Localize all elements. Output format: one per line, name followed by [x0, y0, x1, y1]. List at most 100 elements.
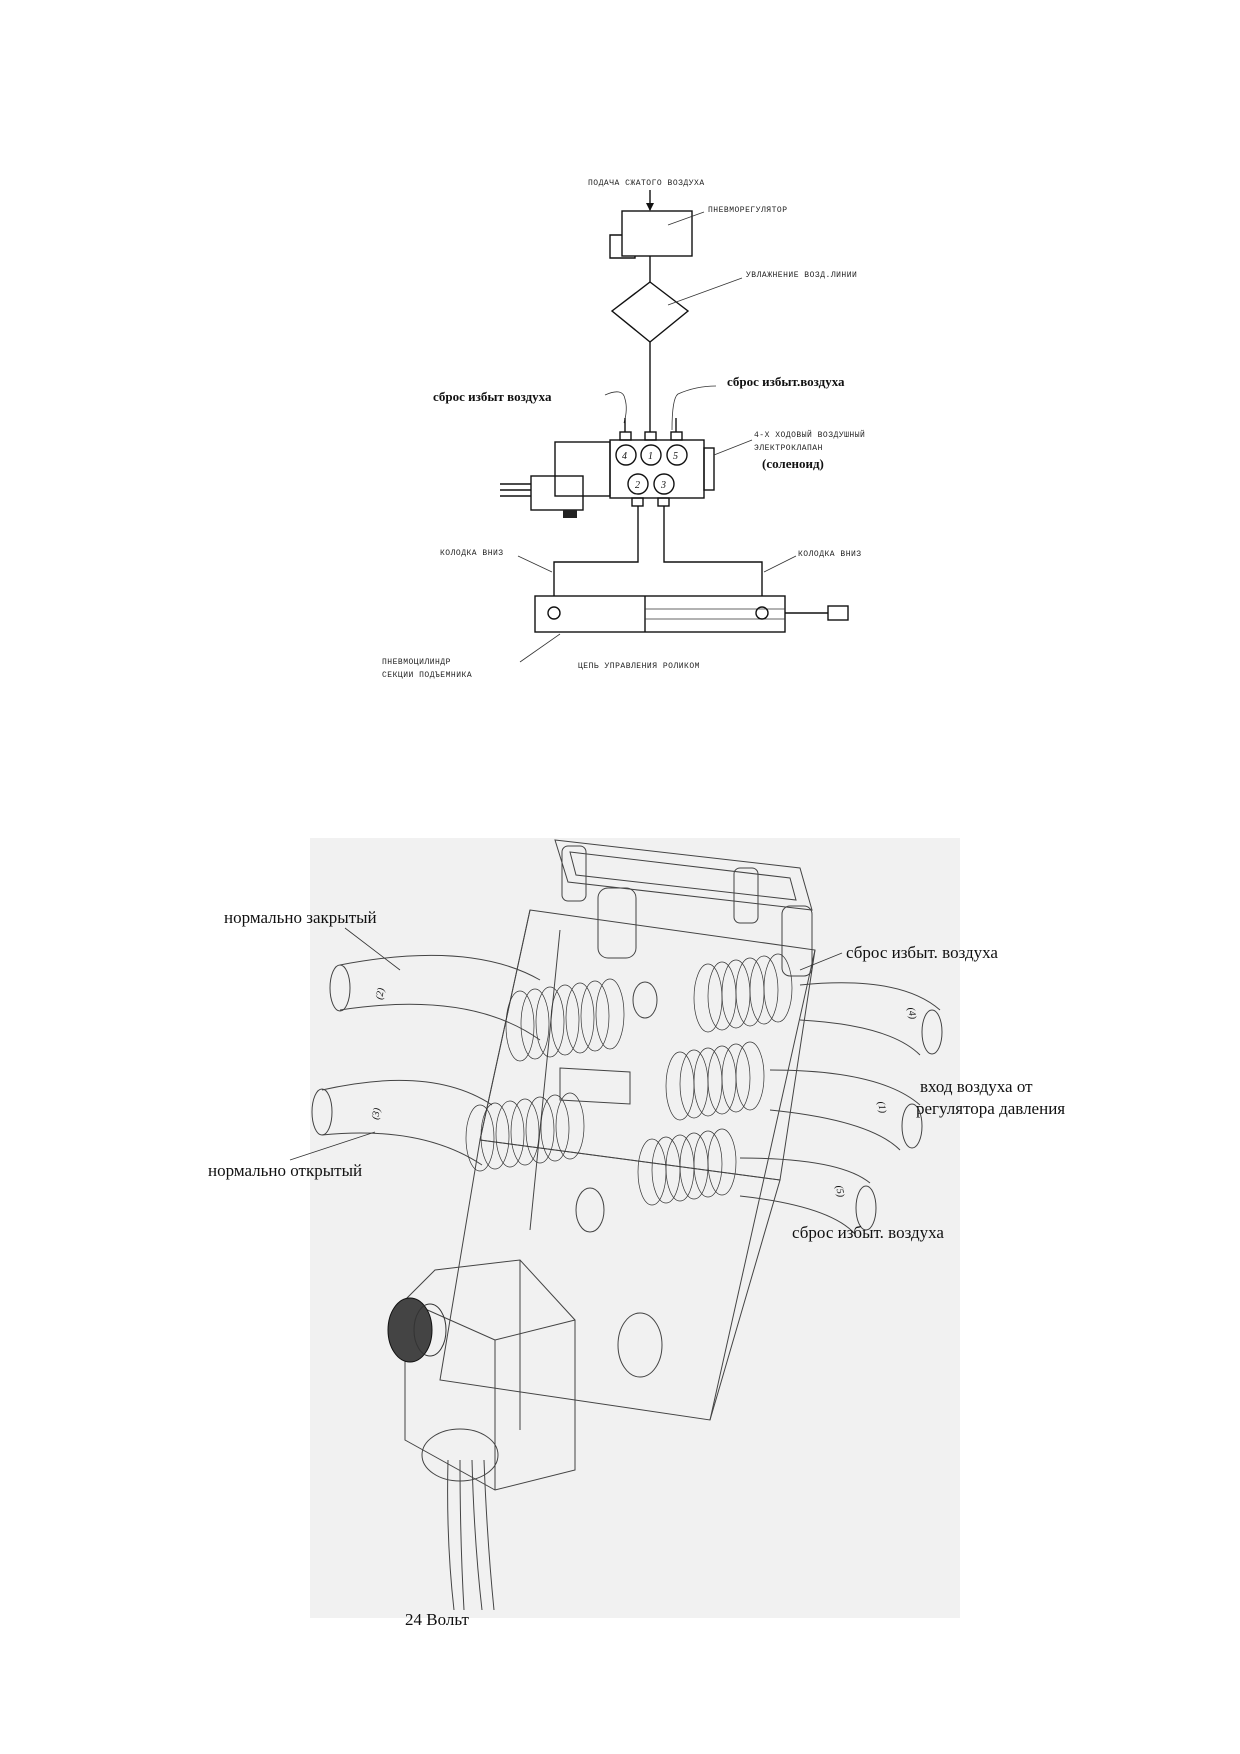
- stub-1: [632, 981, 658, 1019]
- exhaust-right-label: сброс избыт.воздуха: [727, 374, 845, 389]
- regulator-label: ПНЕВМОРЕГУЛЯТОР: [708, 206, 788, 215]
- cylinder-leader: [519, 633, 561, 663]
- valve-endcap: [703, 447, 715, 491]
- humidifier-leader: [667, 277, 743, 306]
- port-4: [615, 444, 637, 466]
- port-5-number: 5: [673, 451, 678, 462]
- pad-left-leader: [517, 555, 553, 573]
- exhaust-bottom-label: сброс избыт. воздуха: [792, 1223, 944, 1242]
- valve-body-edge-3: [529, 929, 561, 1231]
- cylinder-label-2: СЕКЦИИ ПОДЪЕМНИКА: [382, 671, 472, 680]
- regulator-side-pipe: [609, 234, 636, 259]
- coil-right-top: [693, 953, 793, 1033]
- coil-right-middle: [665, 1041, 765, 1121]
- supply-label: ПОДАЧА СЖАТОГО ВОЗДУХА: [588, 179, 705, 188]
- tube-2: [339, 954, 541, 1041]
- port-2: [627, 473, 649, 495]
- top-frame-post-4: [781, 905, 813, 977]
- exhaust-top-label: сброс избыт. воздуха: [846, 943, 998, 962]
- tube-1-number: (1): [875, 1101, 888, 1115]
- regulator-leader: [667, 211, 705, 226]
- voltage-label: 24 Вольт: [405, 1610, 469, 1629]
- tube-3: [321, 1079, 493, 1166]
- port2-fitting: [631, 497, 644, 507]
- port2-line: [553, 506, 639, 596]
- roller-circuit-label: ЦЕПЬ УПРАВЛЕНИЯ РОЛИКОМ: [578, 662, 700, 671]
- tube-2-end: [329, 964, 351, 1012]
- exhaust-right-squiggle: [671, 385, 717, 431]
- normally-open-label: нормально открытый: [208, 1161, 362, 1180]
- photo-background: [310, 838, 960, 1618]
- tube-5-number: (5): [833, 1185, 846, 1199]
- stub-2: [559, 1067, 631, 1105]
- tube-1-end: [901, 1103, 923, 1149]
- top-frame-post-2: [733, 867, 759, 924]
- normally-closed-leader: [344, 927, 401, 971]
- stub-3: [575, 1187, 605, 1233]
- valve-body-edge-2: [709, 949, 816, 1421]
- valve-label-2: ЭЛЕКТРОКЛАПАН: [754, 444, 823, 453]
- input-label-1: вход воздуха от: [920, 1077, 1033, 1096]
- cylinder-port-right: [755, 606, 769, 620]
- port-2-number: 2: [635, 480, 640, 491]
- tube-4: [799, 982, 941, 1056]
- valve-3d-drawing: (2) (3) (4) (1): [208, 838, 1065, 1629]
- normally-closed-label: нормально закрытый: [224, 908, 377, 927]
- input-label-2: регулятора давления: [916, 1099, 1065, 1118]
- port-5: [666, 444, 688, 466]
- cylinder-body: [534, 595, 786, 633]
- port-3: [653, 473, 675, 495]
- exhaust-top-leader: [799, 952, 843, 971]
- port5-fitting: [670, 431, 683, 441]
- tube-3-end: [311, 1088, 333, 1136]
- top-frame-inner: [569, 851, 797, 901]
- tube-4-end: [921, 1009, 943, 1055]
- mount-hole: [617, 1312, 663, 1378]
- valve-leader: [713, 439, 753, 456]
- pad-right-label: КОЛОДКА ВНИЗ: [798, 550, 862, 559]
- normally-open-leader: [289, 1131, 376, 1161]
- port1-fitting: [644, 431, 657, 441]
- tube-1: [769, 1069, 921, 1151]
- port-1: [640, 444, 662, 466]
- humidifier-diamond: [610, 281, 690, 343]
- cylinder-port-left: [547, 606, 561, 620]
- port3-fitting: [657, 497, 670, 507]
- tube-2-number: (2): [374, 986, 387, 1000]
- cylinder-rod-end: [827, 605, 849, 621]
- regulator-box: [621, 210, 693, 257]
- top-frame-post-3: [597, 887, 637, 959]
- humidifier-label: УВЛАЖНЕНИЕ ВОЗД.ЛИНИИ: [746, 271, 857, 280]
- exhaust-left-squiggle: [604, 391, 627, 424]
- supply-arrowhead: [646, 203, 654, 211]
- port-1-number: 1: [648, 451, 653, 462]
- port3-line: [663, 506, 763, 596]
- pad-right-leader: [763, 555, 797, 573]
- solenoid-knob-cap: [413, 1303, 447, 1357]
- coil-left-bottom: [465, 1092, 585, 1172]
- port4-fitting: [619, 431, 632, 441]
- coil-right-bottom: [637, 1128, 737, 1206]
- top-frame: [554, 839, 813, 911]
- pad-left-label: КОЛОДКА ВНИЗ: [440, 549, 504, 558]
- port-4-number: 4: [622, 451, 627, 462]
- tube-3-number: (3): [370, 1106, 383, 1120]
- valve-body-edge-1: [479, 909, 531, 1141]
- cylinder-label-1: ПНЕВМОЦИЛИНДР: [382, 658, 451, 667]
- solenoid-knob: [563, 510, 577, 518]
- tube-5-end: [855, 1185, 877, 1231]
- exhaust-left-label: сброс избыт воздуха: [433, 389, 552, 404]
- port-3-number: 3: [660, 480, 666, 491]
- tube-4-number: (4): [905, 1007, 918, 1021]
- solenoid-coil: [530, 475, 584, 511]
- valve-label-1: 4-Х ХОДОВЫЙ ВОЗДУШНЫЙ: [754, 430, 865, 440]
- tube-5: [739, 1157, 871, 1235]
- valve-label-3: (соленоид): [762, 456, 824, 471]
- solenoid-block-edge-3: [494, 1319, 576, 1341]
- valve-body: [609, 439, 705, 499]
- pneumatic-schematic: ПОДАЧА СЖАТОГО ВОЗДУХА ПНЕВМОРЕГУЛЯТОР У…: [382, 179, 865, 680]
- coil-left-top: [505, 978, 625, 1062]
- cable-wires: [447, 1459, 495, 1611]
- top-frame-post-1: [561, 845, 587, 902]
